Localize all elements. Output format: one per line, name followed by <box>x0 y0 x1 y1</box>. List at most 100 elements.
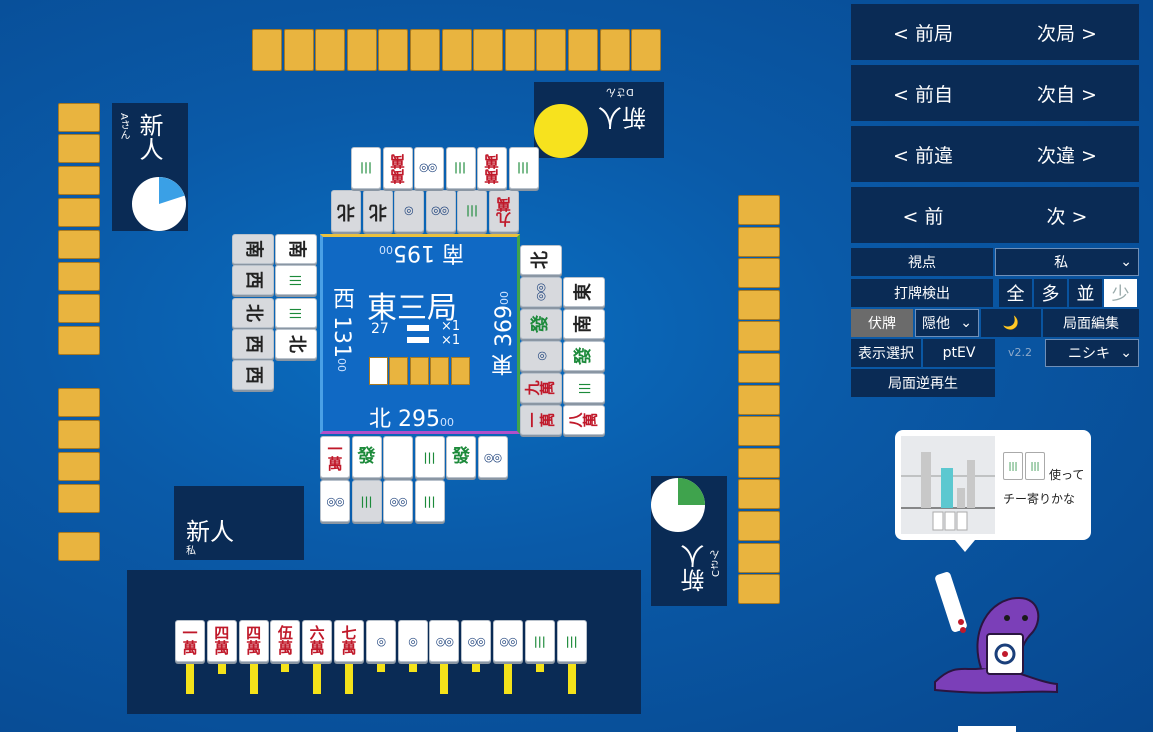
detect-option-button[interactable]: 全 <box>999 279 1032 307</box>
discard-tile-right: ||| <box>563 373 605 403</box>
tile-number: 一 <box>327 440 343 458</box>
player-self-sub: 私 <box>186 546 196 557</box>
wall-tile-back <box>473 29 504 71</box>
hidden-tiles-button[interactable]: 伏牌 <box>851 309 913 337</box>
tile-number: ◎ <box>376 634 386 648</box>
wall-tile-back <box>738 353 780 383</box>
wall-tile-back <box>738 511 780 541</box>
hand-tile[interactable]: 六萬 <box>302 620 333 662</box>
tile-face: ||| <box>359 161 372 175</box>
nav-next-button[interactable]: 次違 > <box>1037 144 1097 167</box>
hand-tile[interactable]: 四萬 <box>206 620 237 662</box>
nav-prev-button[interactable]: < 前自 <box>893 83 953 106</box>
hand-tile[interactable]: ◎◎ <box>429 620 460 662</box>
tile-face: ◎◎ <box>420 161 438 175</box>
player-top-sub: Dさん <box>606 86 634 97</box>
nav-prev-button[interactable]: < 前 <box>902 205 944 228</box>
tile-face: ||| <box>566 636 578 647</box>
tile-number: 七 <box>341 624 357 642</box>
hand-tile[interactable]: 一萬 <box>175 620 205 662</box>
discard-tile-left: 西 <box>232 360 274 390</box>
tile-suit: 萬 <box>495 195 511 213</box>
tile-face: ||| <box>289 306 303 320</box>
wall-tile-back <box>738 447 780 478</box>
tile-number: 伍 <box>277 624 293 642</box>
tile-face: 南 <box>286 240 307 258</box>
wall-tile-back <box>58 103 100 132</box>
hand-tile[interactable]: ◎◎ <box>461 620 492 662</box>
reverse-replay-button[interactable]: 局面逆再生 <box>851 369 995 397</box>
advice-tile-1: ||| <box>1003 452 1023 480</box>
tile-face: 九萬 <box>524 380 557 395</box>
wall-tile-back <box>58 388 100 417</box>
discard-tile-left: 南 <box>232 234 274 264</box>
hand-tile[interactable]: 四萬 <box>238 620 269 662</box>
wall-tile-back <box>599 29 630 71</box>
detect-option-button[interactable]: 少 <box>1104 279 1137 307</box>
nav-prev-button[interactable]: < 前局 <box>893 22 953 45</box>
wall-tile-back <box>738 195 780 225</box>
detect-option-button[interactable]: 並 <box>1069 279 1102 307</box>
tile-number: ||| <box>533 634 546 648</box>
discard-tile-top: ◎ <box>394 190 424 232</box>
ev-bar <box>567 664 576 694</box>
hidden-tiles-select[interactable]: 隠他⌄ <box>915 309 979 337</box>
tile-number: 四 <box>214 624 230 642</box>
wall-tile-back <box>58 294 100 323</box>
player-self-name: 新人 <box>186 518 234 546</box>
discard-tile-right: 發 <box>520 309 562 339</box>
moon-icon[interactable]: 🌙 <box>981 309 1041 337</box>
nav-next-button[interactable]: 次 > <box>1046 205 1088 228</box>
viewpoint-select[interactable]: 私⌄ <box>995 248 1139 276</box>
discard-tile-bottom: ◎◎ <box>477 436 508 478</box>
nav-prev-button[interactable]: < 前違 <box>893 144 953 167</box>
hand-tile[interactable]: 伍萬 <box>270 620 301 662</box>
honba-sticks-count: ×1 <box>441 333 461 348</box>
advice-text-1: 使って <box>1049 468 1085 482</box>
hand-tile[interactable]: 七萬 <box>334 620 364 662</box>
center-board: 南 19500 西 13100 東 36900 北 29500 東三局 27 ×… <box>320 234 520 434</box>
hand-tile[interactable]: ||| <box>556 620 587 662</box>
score-south: 南 19500 <box>379 240 465 265</box>
wall-tile-back <box>738 574 780 605</box>
hand-tile[interactable]: ◎ <box>365 620 396 662</box>
edit-position-button[interactable]: 局面編集 <box>1043 309 1139 337</box>
nav-next-button[interactable]: 次局 > <box>1037 22 1097 45</box>
wall-tile-back <box>58 452 100 481</box>
wall-tile-back <box>631 29 662 71</box>
tile-face: ||| <box>454 161 467 175</box>
tile-face: 四萬 <box>246 626 261 656</box>
player-left-panel: 新人 Aさん <box>112 103 188 231</box>
ptev-button[interactable]: ptEV <box>923 339 995 367</box>
wall-tile-back <box>738 321 780 352</box>
nav-next-button[interactable]: 次自 > <box>1037 83 1097 106</box>
display-select-button[interactable]: 表示選択 <box>851 339 921 367</box>
wall-tile-back <box>252 29 282 71</box>
wall-tile-back <box>58 420 100 449</box>
tile-face: ||| <box>517 161 530 175</box>
tile-suit: 萬 <box>246 639 262 657</box>
wall-tile-back <box>378 29 409 71</box>
riichi-stick-icon <box>407 325 429 331</box>
tile-face: 萬萬 <box>390 152 405 185</box>
ev-bar <box>472 664 481 672</box>
character-select[interactable]: ニシキ⌄ <box>1045 339 1139 367</box>
hand-tile[interactable]: ||| <box>524 620 555 662</box>
detect-option-button[interactable]: 多 <box>1034 279 1067 307</box>
discard-tile-left: ||| <box>275 265 317 295</box>
tile-face: ◎◎ <box>499 636 517 647</box>
chevron-down-icon: ⌄ <box>1120 345 1132 361</box>
hand-tile[interactable]: ◎◎ <box>493 620 523 662</box>
round-title: 東三局 <box>367 291 457 326</box>
hand-tile[interactable]: ◎ <box>397 620 428 662</box>
score-north: 北 29500 <box>369 407 455 432</box>
tile-face: ||| <box>360 494 373 508</box>
ev-bar <box>440 664 449 694</box>
player-self-panel: 新人 私 <box>174 486 304 560</box>
wall-tile-back <box>738 416 780 447</box>
discard-tile-left: ||| <box>275 298 317 328</box>
tile-face: 一萬 <box>524 412 557 428</box>
wall-tile-back <box>738 289 780 320</box>
wall-meter-segment <box>369 357 388 385</box>
tile-suit: 萬 <box>538 412 557 428</box>
